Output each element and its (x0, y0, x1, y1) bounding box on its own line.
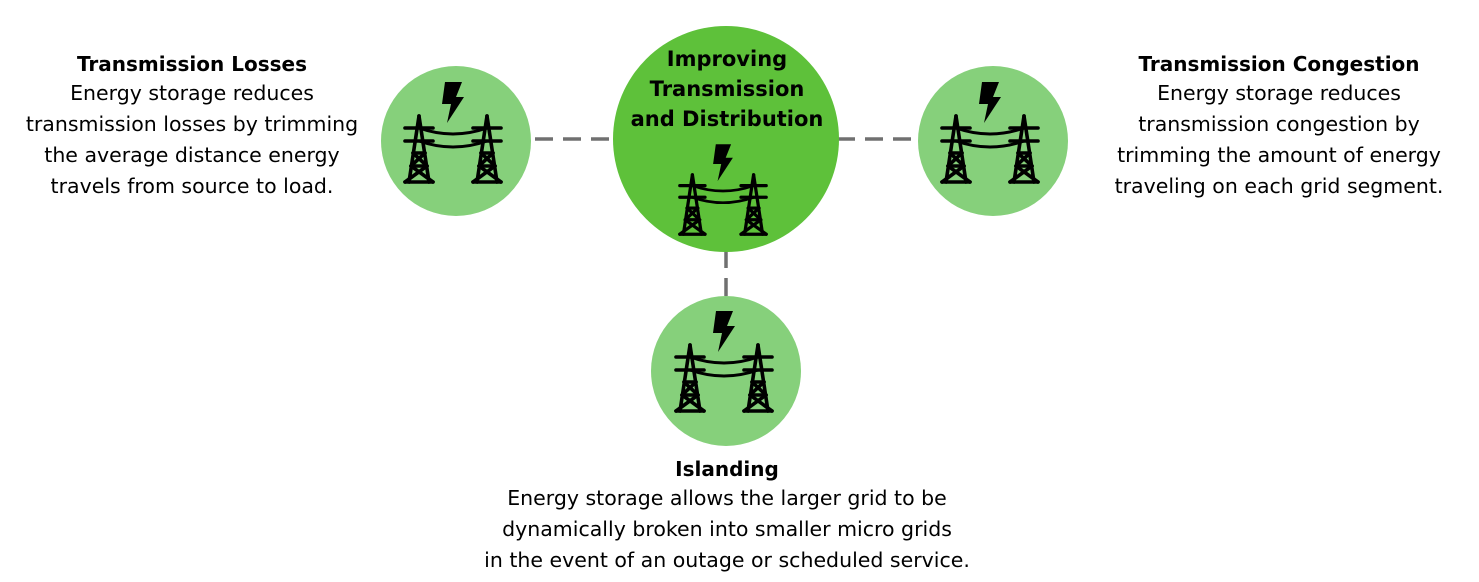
losses-body-line: travels from source to load. (50, 174, 334, 198)
islanding-node-circle (651, 296, 801, 446)
congestion-body-line: Energy storage reduces (1157, 81, 1401, 105)
islanding-text-block: Islanding Energy storage allows the larg… (442, 455, 1012, 576)
losses-text-block: Transmission Losses Energy storage reduc… (0, 50, 384, 202)
center-node-circle (613, 26, 839, 252)
losses-body-line: Energy storage reduces (70, 81, 314, 105)
islanding-body-line: Energy storage allows the larger grid to… (507, 486, 947, 510)
congestion-title: Transmission Congestion (1138, 52, 1420, 76)
congestion-text-block: Transmission Congestion Energy storage r… (1086, 50, 1472, 202)
center-title-line: Transmission (649, 77, 805, 101)
islanding-title: Islanding (675, 457, 779, 481)
center-title-line: Improving (666, 47, 788, 71)
losses-body-line: the average distance energy (44, 143, 340, 167)
congestion-body-line: trimming the amount of energy (1117, 143, 1441, 167)
center-title-line: and Distribution (630, 107, 824, 131)
congestion-body-line: traveling on each grid segment. (1114, 174, 1444, 198)
losses-title: Transmission Losses (76, 52, 307, 76)
islanding-body-line: in the event of an outage or scheduled s… (484, 548, 970, 572)
islanding-body-line: dynamically broken into smaller micro gr… (502, 517, 952, 541)
congestion-body-line: transmission congestion by (1138, 112, 1420, 136)
losses-body-line: transmission losses by trimming (25, 112, 359, 136)
center-title: Improving Transmission and Distribution (602, 44, 852, 134)
